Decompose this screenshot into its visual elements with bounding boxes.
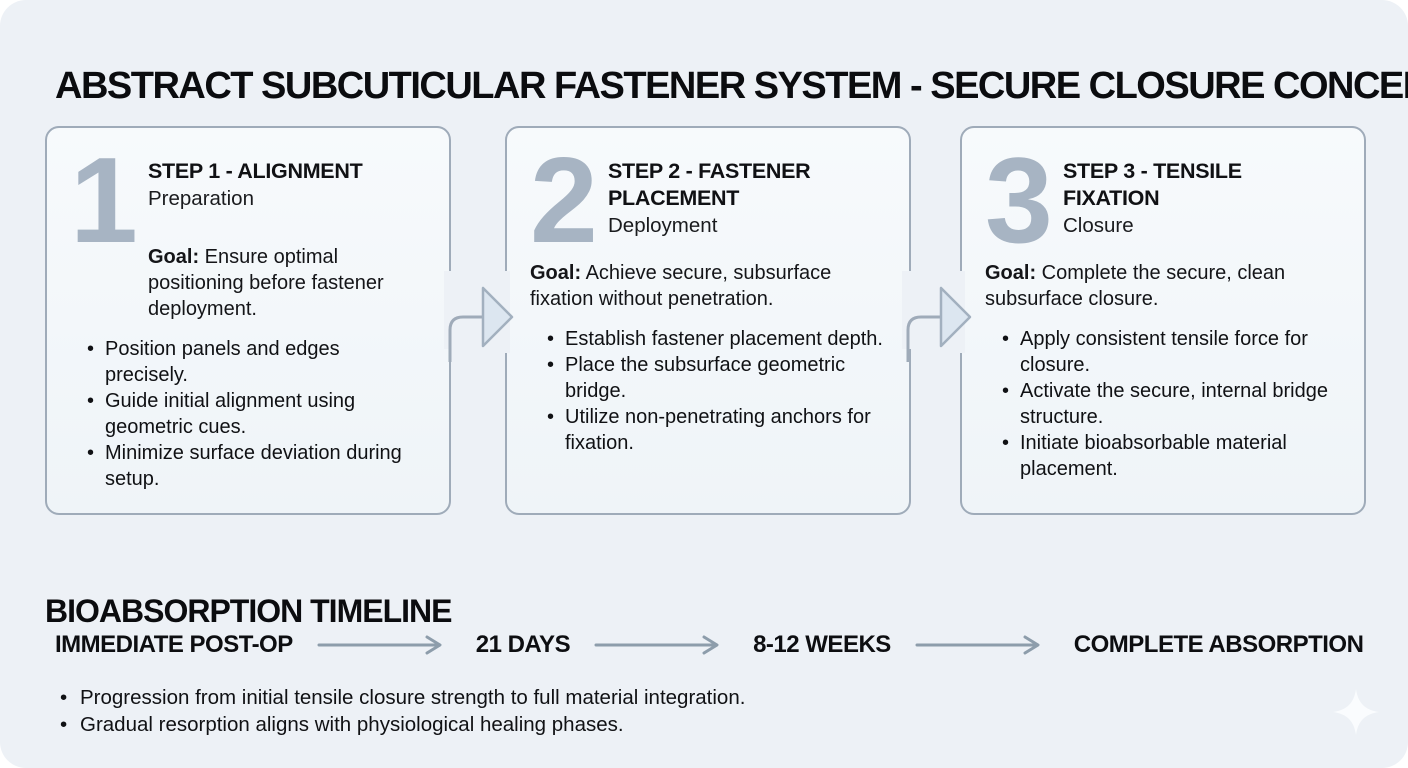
- page-title: ABSTRACT SUBCUTICULAR FASTENER SYSTEM - …: [55, 65, 1408, 108]
- goal-text: Ensure optimal positioning before fasten…: [148, 246, 384, 320]
- step-3-goal: Goal: Complete the secure, clean subsurf…: [985, 260, 1341, 312]
- bullet-item: Position panels and edges precisely.: [87, 336, 426, 388]
- step-card-2: 2 STEP 2 - FASTENER PLACEMENT Deployment…: [505, 126, 911, 515]
- step-1-goal: Goal: Ensure optimal positioning before …: [148, 244, 426, 322]
- timeline-heading: BIOABSORPTION TIMELINE: [45, 592, 452, 629]
- timeline-milestones: IMMEDIATE POST-OP 21 DAYS 8-12 WEEKS COM…: [55, 631, 1364, 659]
- step-1-subtitle: Preparation: [148, 187, 254, 210]
- bullet-item: Place the subsurface geometric bridge.: [547, 352, 886, 404]
- step-2-title: STEP 2 - FASTENER PLACEMENT: [608, 159, 811, 210]
- arrow-right-icon: [906, 286, 972, 362]
- step-3-number: 3: [985, 132, 1053, 268]
- arrow-right-icon: [448, 286, 514, 362]
- timeline-milestone-label: 21 DAYS: [475, 631, 571, 658]
- step-1-titles: STEP 1 - ALIGNMENT Preparation Goal: Ens…: [148, 154, 426, 322]
- timeline-milestone-label: 8-12 WEEKS: [753, 631, 891, 658]
- border-gap: [902, 271, 912, 349]
- goal-label: Goal:: [148, 246, 200, 268]
- timeline-milestone-label: COMPLETE ABSORPTION: [1073, 631, 1364, 658]
- bullet-item: Activate the secure, internal bridge str…: [1002, 378, 1341, 430]
- step-2-bullet-list: Establish fastener placement depth. Plac…: [530, 326, 886, 456]
- sparkle-icon: [1333, 689, 1379, 735]
- arrow-right-icon: [317, 635, 442, 655]
- goal-label: Goal:: [985, 262, 1037, 284]
- step-card-3: 3 STEP 3 - TENSILE FIXATION Closure Goal…: [960, 126, 1366, 515]
- bullet-item: Apply consistent tensile force for closu…: [1002, 326, 1341, 378]
- step-3-subtitle: Closure: [1063, 214, 1134, 237]
- step-card-1: 1 STEP 1 - ALIGNMENT Preparation Goal: E…: [45, 126, 451, 515]
- bullet-item: Minimize surface deviation during setup.: [87, 440, 426, 492]
- goal-text: Complete the secure, clean subsurface cl…: [985, 262, 1286, 310]
- arrow-right-icon: [594, 635, 719, 655]
- step-1-bullet-list: Position panels and edges precisely. Gui…: [70, 336, 426, 492]
- bullet-item: Initiate bioabsorbable material placemen…: [1002, 430, 1341, 482]
- step-1-header: 1 STEP 1 - ALIGNMENT Preparation Goal: E…: [70, 132, 426, 322]
- arrow-right-icon: [915, 635, 1040, 655]
- step-2-titles: STEP 2 - FASTENER PLACEMENT Deployment: [608, 154, 886, 239]
- timeline-notes: Progression from initial tensile closure…: [60, 684, 745, 738]
- bullet-item: Guide initial alignment using geometric …: [87, 388, 426, 440]
- note-item: Gradual resorption aligns with physiolog…: [60, 711, 745, 738]
- step-2-goal: Goal: Achieve secure, subsurface fixatio…: [530, 260, 886, 312]
- step-1-title: STEP 1 - ALIGNMENT: [148, 159, 363, 183]
- step-1-number: 1: [70, 132, 138, 268]
- step-3-title: STEP 3 - TENSILE FIXATION: [1063, 159, 1242, 210]
- bullet-item: Utilize non-penetrating anchors for fixa…: [547, 404, 886, 456]
- step-3-header: 3 STEP 3 - TENSILE FIXATION Closure: [985, 132, 1341, 268]
- step-3-bullet-list: Apply consistent tensile force for closu…: [985, 326, 1341, 482]
- step-3-titles: STEP 3 - TENSILE FIXATION Closure: [1063, 154, 1341, 239]
- timeline-milestone-label: IMMEDIATE POST-OP: [55, 631, 293, 658]
- bullet-item: Establish fastener placement depth.: [547, 326, 886, 352]
- goal-text: Achieve secure, subsurface fixation with…: [530, 262, 832, 310]
- step-2-number: 2: [530, 132, 598, 268]
- note-item: Progression from initial tensile closure…: [60, 684, 745, 711]
- step-2-subtitle: Deployment: [608, 214, 718, 237]
- step-2-header: 2 STEP 2 - FASTENER PLACEMENT Deployment: [530, 132, 886, 268]
- goal-label: Goal:: [530, 262, 582, 284]
- border-gap: [444, 271, 454, 349]
